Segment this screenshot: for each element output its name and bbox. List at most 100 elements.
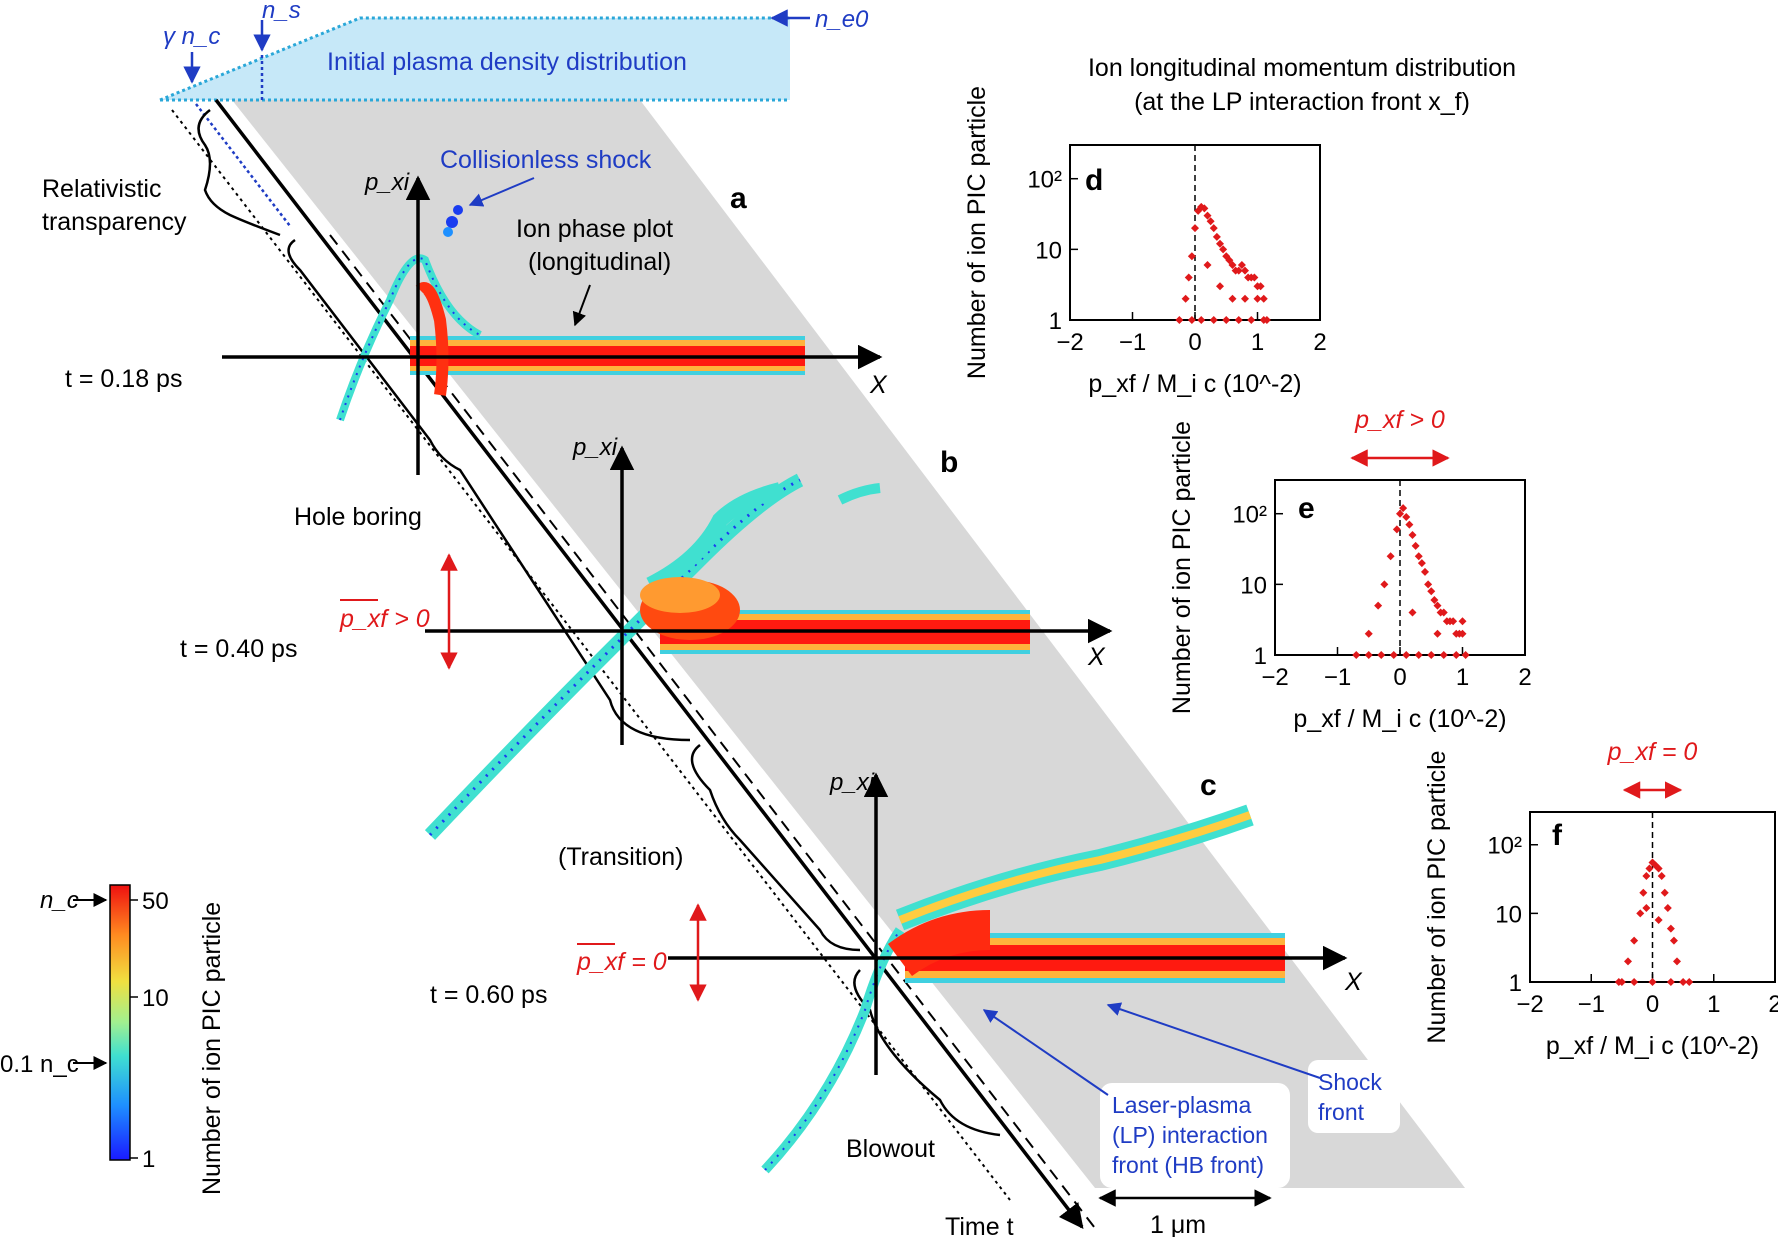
hist-point-d <box>1241 294 1249 303</box>
relativistic-label-2: transparency <box>42 208 187 236</box>
ns-label: n_s <box>262 0 301 24</box>
hist-point-d <box>1181 294 1190 303</box>
hist-point-f <box>1642 903 1651 912</box>
hist-point-e <box>1399 504 1408 513</box>
x-label-b: X <box>1087 643 1106 671</box>
hist-point-e <box>1405 520 1414 529</box>
hist-point-f <box>1639 888 1648 897</box>
hist-point-d <box>1203 261 1212 270</box>
hist-xtick-label-e: 2 <box>1518 664 1531 691</box>
x-label-a: X <box>869 371 888 399</box>
hist-point-d <box>1253 294 1262 303</box>
hist-point-e <box>1402 651 1411 659</box>
hist-point-d <box>1237 261 1246 270</box>
phase-plot-a <box>336 205 805 422</box>
hist-point-f <box>1657 872 1666 881</box>
hist-xtick-label-d: −2 <box>1056 329 1083 356</box>
hist-xtick-label-e: −2 <box>1261 664 1288 691</box>
hist-point-d <box>1206 217 1215 226</box>
hist-point-d <box>1187 316 1196 324</box>
scale-label: 1 μm <box>1150 1211 1206 1237</box>
blowout-label: Blowout <box>846 1135 935 1163</box>
hist-point-e <box>1377 651 1386 659</box>
hist-xtick-label-e: 1 <box>1456 664 1469 691</box>
hist-point-e <box>1421 567 1429 576</box>
hist-point-d <box>1212 232 1221 241</box>
hist-point-d <box>1203 211 1212 220</box>
colorbar-01nc-label: 0.1 n_c <box>0 1051 79 1078</box>
hist-point-d <box>1184 273 1193 282</box>
lp-front-line[interactable] <box>214 98 1084 1229</box>
lp-front-label-1: Laser-plasma <box>1112 1092 1252 1118</box>
brace-hole-boring <box>287 238 691 742</box>
hist-point-f <box>1617 978 1626 986</box>
hist-xtick-label-d: 2 <box>1313 329 1326 356</box>
hist-point-f <box>1654 864 1663 873</box>
pxi-label-c: p_xi <box>829 769 875 796</box>
hist-point-e <box>1411 541 1420 550</box>
hist-ytick-label-d: 10 <box>1035 237 1062 264</box>
hist-point-e <box>1452 651 1461 659</box>
collisionless-label: Collisionless shock <box>440 146 652 174</box>
hist-point-e <box>1402 512 1411 521</box>
hist-point-f <box>1669 936 1678 945</box>
hist-point-d <box>1175 316 1184 324</box>
hist-ytick-label-f: 10 <box>1495 901 1522 928</box>
hist-point-d <box>1259 294 1268 303</box>
hist-point-f <box>1642 872 1651 881</box>
hist-mean-label-f: p_xf = 0 <box>1607 738 1698 766</box>
hist-panel-letter-e: e <box>1298 492 1315 525</box>
colorbar-tick-label-1: 1 <box>142 1146 155 1173</box>
hist-panel-letter-f: f <box>1552 819 1563 852</box>
hist-point-d <box>1209 224 1218 233</box>
hist-title-1: Ion longitudinal momentum distribution <box>1088 54 1516 82</box>
hist-point-f <box>1636 909 1645 918</box>
panel-label-c: c <box>1200 769 1217 802</box>
hist-point-e <box>1389 651 1398 659</box>
hist-xtick-label-f: 0 <box>1646 991 1659 1018</box>
time-label-a: t = 0.18 ps <box>65 365 182 393</box>
lp-front-box <box>1100 1083 1290 1188</box>
hole-boring-label: Hole boring <box>294 503 422 531</box>
lp-front-label-2: (LP) interaction <box>1112 1122 1268 1148</box>
time-label-b: t = 0.40 ps <box>180 635 297 663</box>
shock-front-line[interactable] <box>329 234 1099 1233</box>
hist-point-e <box>1458 629 1467 638</box>
hist-point-f <box>1648 978 1657 986</box>
hist-panel-letter-d: d <box>1085 164 1103 197</box>
hist-point-e <box>1386 552 1395 561</box>
hist-point-d <box>1247 316 1256 324</box>
hist-point-e <box>1414 552 1423 561</box>
hist-xlabel-d: p_xf / M_i c (10^-2) <box>1088 370 1301 398</box>
hist-xtick-label-f: 2 <box>1768 991 1778 1018</box>
hist-xtick-label-f: −1 <box>1578 991 1605 1018</box>
hist-ytick-label-e: 1 <box>1254 643 1267 670</box>
hist-point-f <box>1624 957 1632 966</box>
colorbar-tick-label-50: 50 <box>142 888 169 915</box>
hist-point-e <box>1424 580 1433 589</box>
brace-blowout <box>853 969 1001 1137</box>
lp-front-arrow <box>982 1009 1109 1096</box>
hist-xtick-label-f: −2 <box>1516 991 1543 1018</box>
hist-point-d <box>1234 316 1243 324</box>
shock-front-box <box>1308 1060 1400 1133</box>
hist-point-f <box>1673 957 1681 966</box>
hist-point-e <box>1439 608 1448 617</box>
colorbar-tick-label-10: 10 <box>142 985 169 1012</box>
hist-point-f <box>1660 888 1669 897</box>
hist-point-e <box>1408 608 1417 617</box>
hist-point-d <box>1216 239 1224 248</box>
hist-xlabel-f: p_xf / M_i c (10^-2) <box>1546 1032 1759 1060</box>
hist-ylabel-e: Number of ion PIC particle <box>1168 421 1196 714</box>
phase-plot-c <box>761 804 1285 1174</box>
hist-xtick-label-f: 1 <box>1707 991 1720 1018</box>
brace-transition <box>690 744 861 952</box>
hist-point-f <box>1663 903 1672 912</box>
hist-point-f <box>1654 916 1663 925</box>
dotted-edge-line <box>171 109 1011 1201</box>
hist-point-f <box>1630 978 1639 986</box>
mean-label-b: p_xf > 0 <box>339 605 430 633</box>
